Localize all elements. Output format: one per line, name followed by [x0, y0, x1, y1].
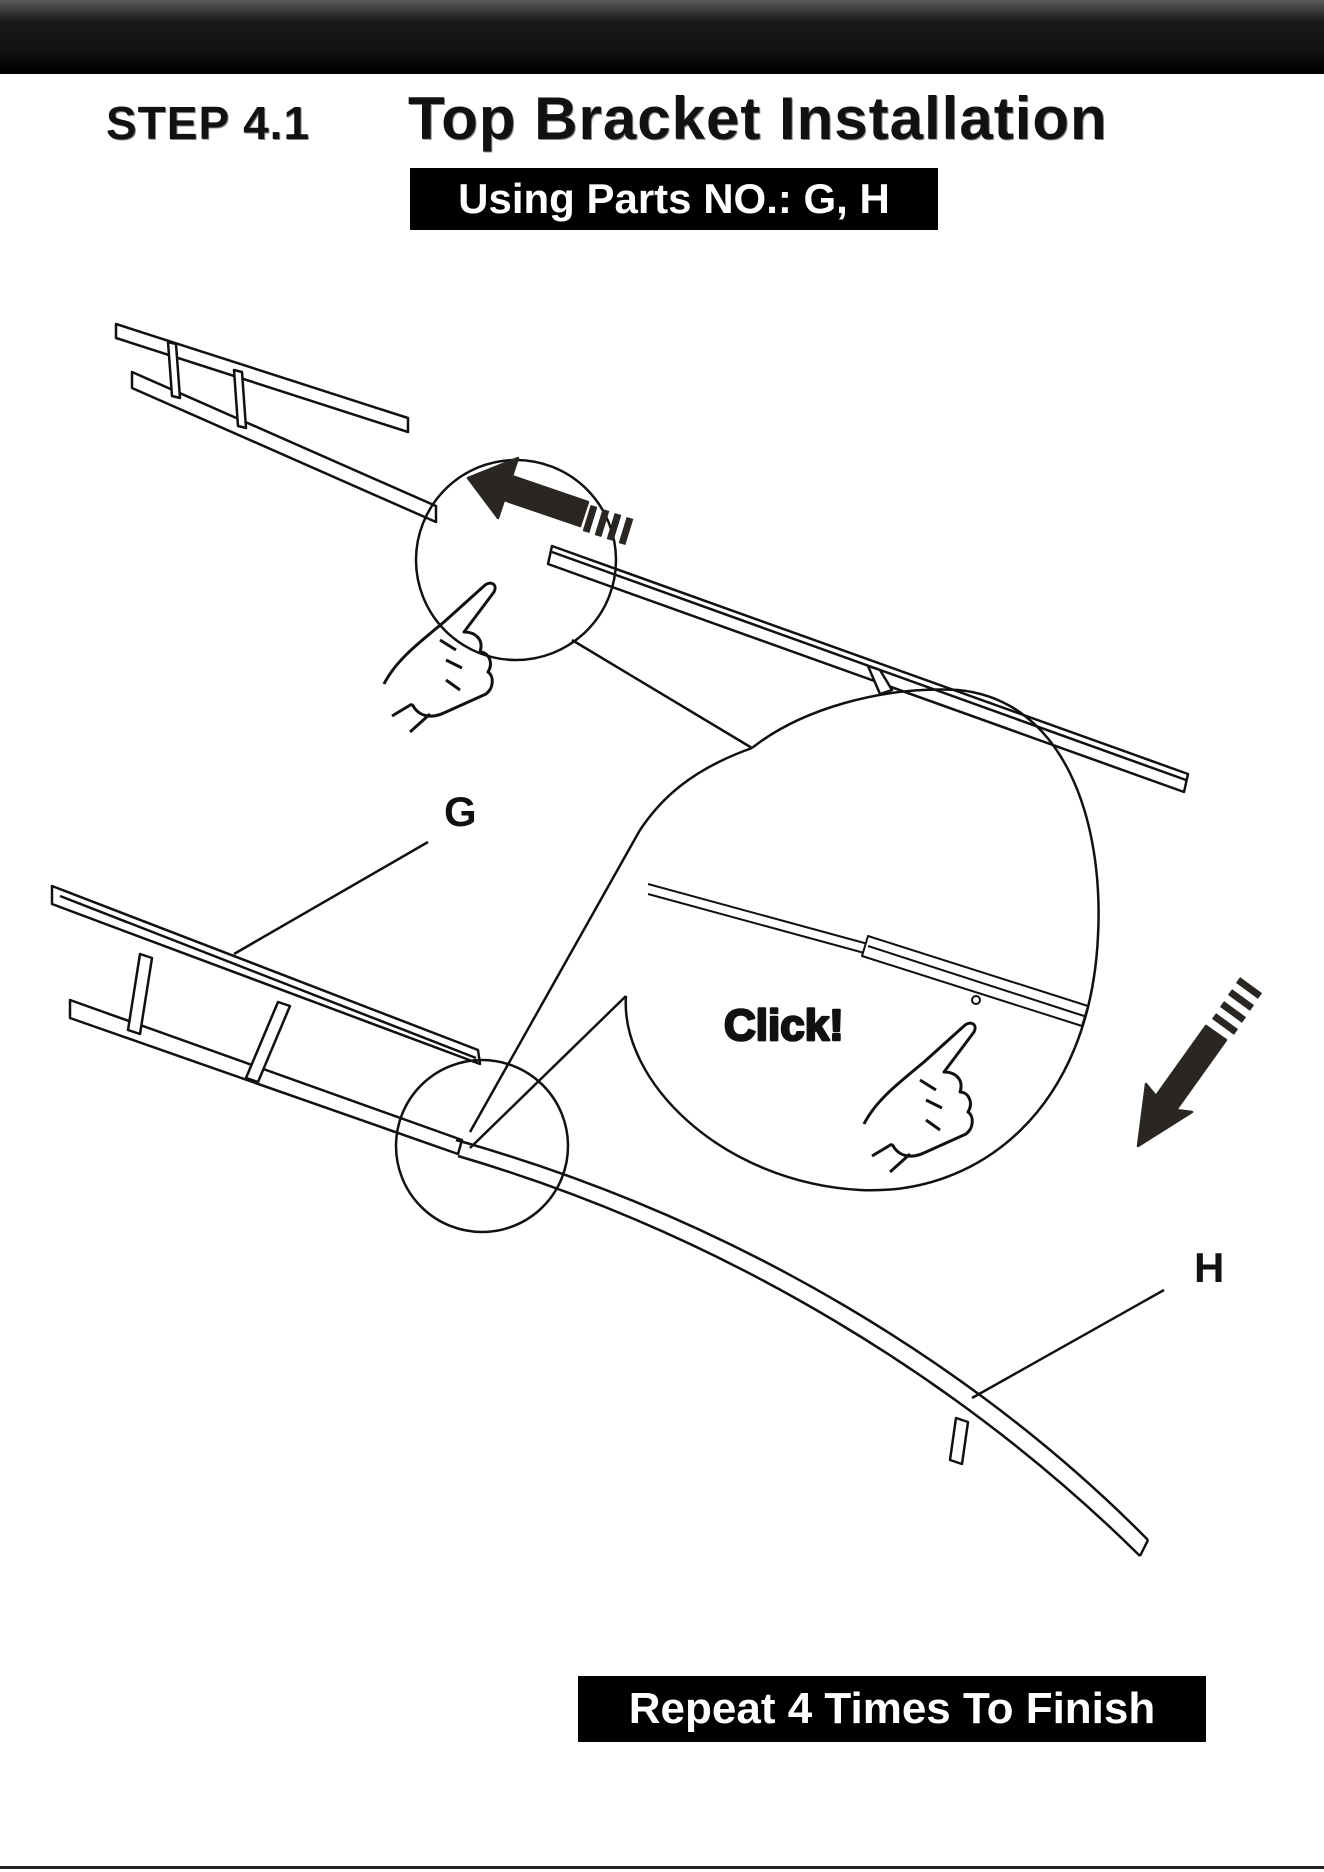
push-arrow-icon — [468, 458, 630, 544]
detail-circle-bottom — [396, 1060, 568, 1232]
pointing-hand-icon-callout — [864, 1023, 975, 1172]
rail-h-assembled — [456, 1140, 1148, 1556]
repeat-banner: Repeat 4 Times To Finish — [578, 1676, 1206, 1742]
leader-line-g — [234, 842, 428, 954]
part-label-g: G — [444, 788, 477, 835]
direction-arrow-icon — [1138, 980, 1260, 1146]
part-label-h: H — [1194, 1244, 1224, 1291]
top-rail-h-detached — [548, 546, 1188, 792]
bracket-g-assembled — [52, 886, 480, 1154]
leader-line-h — [972, 1290, 1164, 1398]
bottom-rule — [0, 1866, 1324, 1869]
pointing-hand-icon — [384, 583, 495, 732]
click-detail-callout — [470, 690, 1099, 1191]
click-label: Click! — [724, 1001, 844, 1050]
top-bracket-g-detached — [116, 324, 436, 522]
callout-connector — [572, 640, 752, 748]
